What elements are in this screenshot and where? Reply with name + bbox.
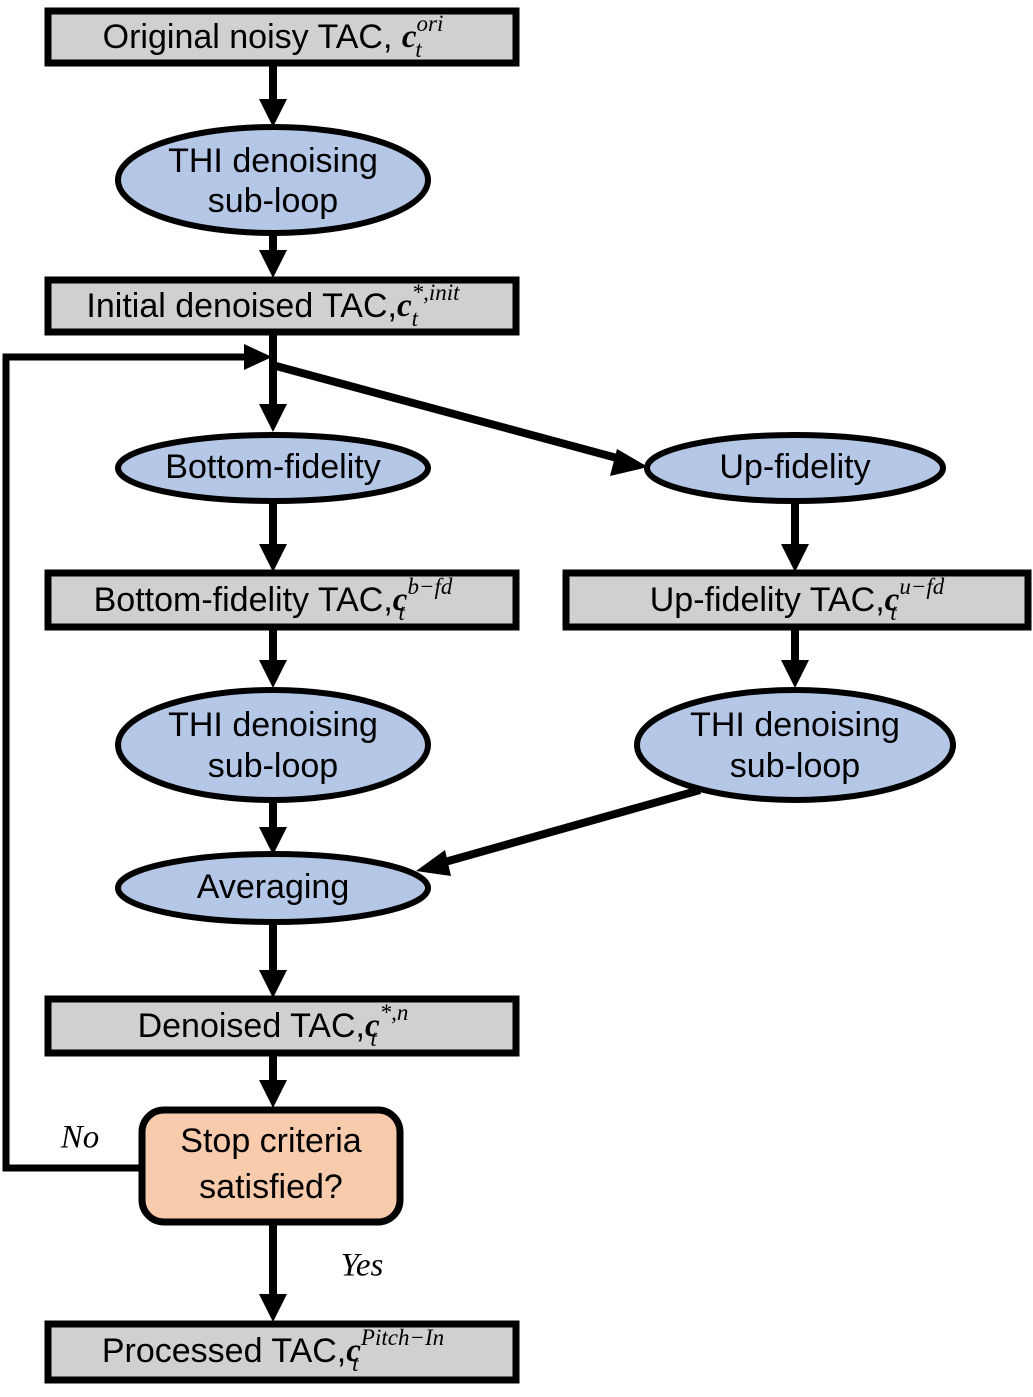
edge-up-tac-to-thi [781,630,809,688]
node-up-fidelity: Up-fidelity [644,432,946,504]
bottom-fidelity-tac-label: Bottom-fidelity TAC, [94,581,393,619]
thi-initial-line2: sub-loop [208,182,338,220]
processed-tac-symbol: c [346,1333,361,1369]
bottom-fidelity-label: Bottom-fidelity [165,448,380,486]
original-tac-label: Original noisy TAC, [103,18,402,56]
original-tac-superscript: ori [417,11,444,36]
processed-tac-subscript: t [352,1351,359,1376]
initial-denoised-subscript: t [412,306,419,331]
denoised-tac-subscript: t [370,1026,377,1051]
edge-split-to-up-fidelity [274,362,648,476]
node-thi-denoising-sub-loop-initial: THI denoising sub-loop [115,124,431,236]
edge-bottom-tac-to-thi [259,630,287,688]
edge-stop-criteria-to-processed [259,1222,287,1322]
thi-bottom-line1: THI denoising [168,706,378,744]
bottom-fidelity-tac-superscript: b−fd [407,574,452,599]
thi-bottom-line2: sub-loop [208,747,338,785]
thi-up-line1: THI denoising [690,706,900,744]
edge-thi-up-to-averaging [416,786,702,876]
thi-initial-line1: THI denoising [168,142,378,180]
up-fidelity-tac-symbol: c [885,582,900,618]
denoised-tac-superscript: *,n [380,1000,409,1025]
thi-up-line2: sub-loop [730,747,860,785]
node-stop-criteria-decision: Stop criteria satisfied? [138,1106,404,1226]
up-fidelity-label: Up-fidelity [719,448,870,486]
stop-criteria-line1: Stop criteria [180,1122,361,1160]
denoised-tac-label: Denoised TAC, [138,1007,365,1045]
node-thi-denoising-sub-loop-up: THI denoising sub-loop [634,687,956,803]
processed-tac-superscript: Pitch−In [360,1325,444,1350]
edge-denoised-to-stop-criteria [259,1053,287,1108]
node-thi-denoising-sub-loop-bottom: THI denoising sub-loop [115,687,431,803]
node-bottom-fidelity: Bottom-fidelity [115,432,431,504]
edge-bottom-fidelity-to-tac [259,500,287,572]
edge-label-no: No [60,1120,100,1156]
edge-initial-denoised-to-split [259,332,287,432]
bottom-fidelity-tac-subscript: t [398,600,405,625]
edge-feedback-loop-no [2,344,272,1172]
initial-denoised-label: Initial denoised TAC, [86,287,397,325]
svg-text:Denoised TAC,c*,nt: Denoised TAC,c*,nt [138,1000,409,1051]
original-tac-symbol: c [402,19,417,55]
up-fidelity-tac-subscript: t [890,600,897,625]
edge-up-fidelity-to-tac [781,500,809,572]
edge-label-yes: Yes [341,1248,384,1284]
node-averaging: Averaging [115,851,431,925]
stop-criteria-line2: satisfied? [199,1168,343,1206]
up-fidelity-tac-superscript: u−fd [899,574,944,599]
original-tac-subscript: t [415,37,422,62]
up-fidelity-tac-label: Up-fidelity TAC, [650,581,885,619]
svg-text:Bottom-fidelity TAC,cb−fdt: Bottom-fidelity TAC,cb−fdt [94,574,453,625]
initial-denoised-superscript: *,init [412,280,461,305]
averaging-label: Averaging [197,868,350,906]
edge-original-to-thi [259,66,287,127]
edge-averaging-to-denoised [259,920,287,998]
initial-denoised-symbol: c [397,288,412,324]
svg-text:Up-fidelity TAC,cu−fdt: Up-fidelity TAC,cu−fdt [650,574,945,625]
denoised-tac-symbol: c [365,1008,380,1044]
svg-text:Processed TAC,cPitch−Int: Processed TAC,cPitch−Int [102,1325,444,1376]
edge-thi-bottom-to-averaging [259,798,287,855]
bottom-fidelity-tac-symbol: c [393,582,408,618]
processed-tac-label: Processed TAC, [102,1332,346,1370]
edge-thi-to-initial-denoised [259,232,287,278]
